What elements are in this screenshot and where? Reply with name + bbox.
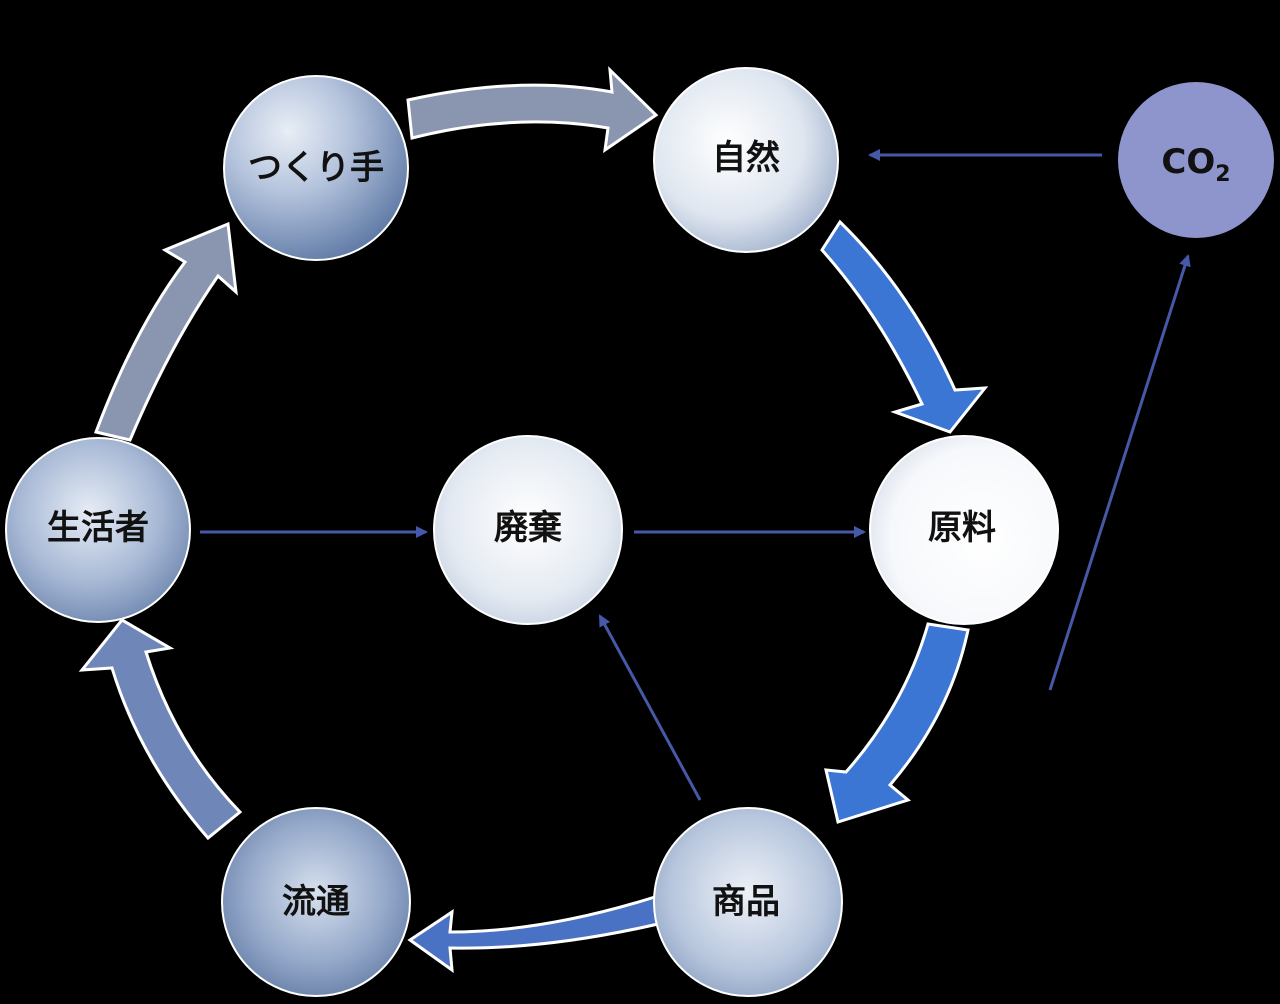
arrow-product-to-distribution [407,893,660,974]
arrow-consumer-to-maker [93,221,238,442]
node-waste: 廃棄 [433,435,623,625]
arrow-distribution-to-consumer [78,618,243,841]
node-raw-material-label: 原料 [928,508,996,548]
arrow-product-to-waste [598,614,702,801]
node-consumer: 生活者 [5,437,191,623]
node-nature: 自然 [653,67,839,253]
node-co2-label: CO [1161,142,1215,182]
node-product-label: 商品 [712,882,780,922]
node-distribution-label: 流通 [282,882,350,922]
node-co2: CO2 [1118,82,1274,238]
node-maker: つくり手 [223,75,409,261]
node-waste-label: 廃棄 [494,508,562,548]
node-product: 商品 [653,807,843,997]
node-distribution: 流通 [221,807,411,997]
node-maker-label: つくり手 [248,148,384,188]
arrow-maker-to-nature [406,66,659,154]
arrow-raw-to-product [824,622,970,824]
node-nature-label: 自然 [712,138,780,178]
svg-text:CO2: CO2 [1161,142,1230,187]
node-raw-material: 原料 [869,435,1059,625]
node-consumer-label: 生活者 [47,508,149,548]
arrow-to-co2 [1048,254,1191,691]
node-co2-subscript: 2 [1215,162,1230,187]
arrow-nature-to-raw [820,219,989,434]
